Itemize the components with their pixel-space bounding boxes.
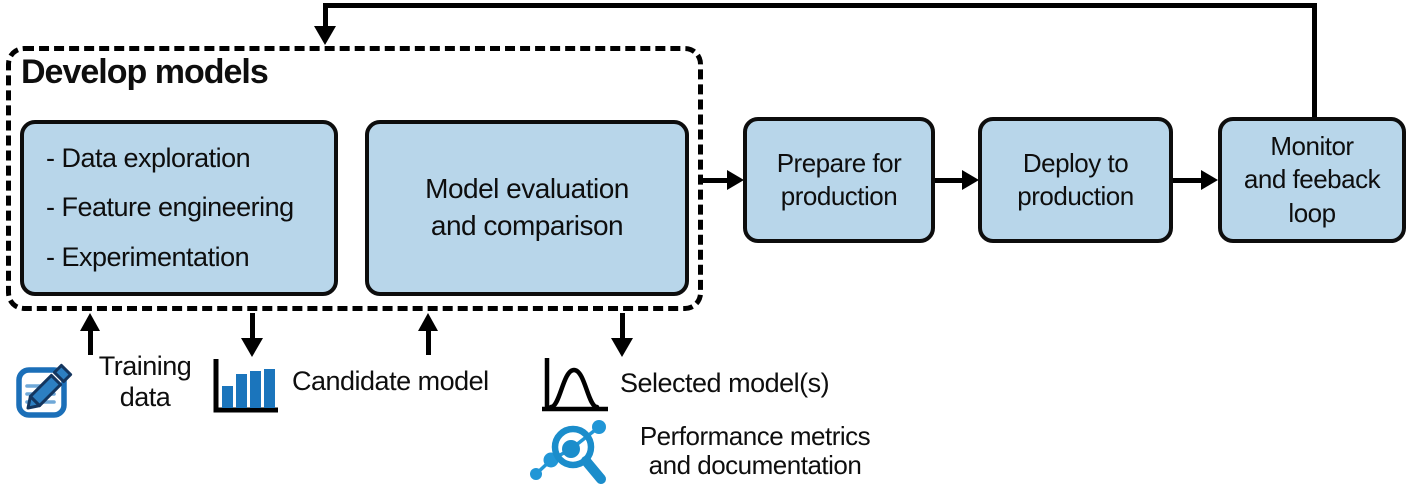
box-deploy-to-production: Deploy to production [978, 117, 1173, 243]
bar-chart-icon [213, 359, 278, 413]
arrow-develop-to-prepare [702, 178, 727, 183]
arrow-selected-out [611, 338, 633, 357]
box-data-exploration: - Data exploration - Feature engineering… [20, 120, 338, 296]
notepad-pencil-icon [16, 363, 73, 418]
arrow-candidate-in [418, 313, 438, 331]
box-label-line: production [780, 181, 898, 211]
feedback-line-top [323, 3, 1317, 8]
candidate-model-label: Candidate model [292, 366, 489, 396]
arrowhead-right-icon [727, 170, 744, 190]
arrow-training-data-in-shaft [88, 330, 93, 355]
box-label-line: Model evaluation [425, 173, 629, 205]
feedback-line-right [1312, 3, 1317, 117]
box-label-line: Deploy to [1022, 147, 1129, 178]
arrowhead-right-icon [962, 170, 979, 190]
feedback-arrowhead-down-icon [314, 26, 336, 45]
bullet-item: - Data exploration [46, 143, 251, 174]
box-prepare-for-production: Prepare for production [743, 117, 935, 243]
arrow-deploy-to-monitor [1173, 178, 1201, 183]
label-line: Performance metrics [639, 421, 871, 451]
develop-models-group: Develop models - Data exploration - Feat… [6, 46, 703, 311]
arrow-training-data-in [80, 313, 100, 331]
bullet-item: - Experimentation [46, 241, 250, 272]
box-monitor-feedback-loop: Monitor and feeback loop [1218, 117, 1406, 243]
arrow-candidate-out-shaft [250, 313, 255, 339]
label-line: and documentation [648, 450, 862, 481]
arrow-candidate-in-shaft [426, 330, 431, 355]
bell-curve-icon [542, 358, 608, 412]
bullet-item: - Feature engineering [46, 192, 294, 223]
performance-metrics-label: Performance metrics and documentation [612, 421, 898, 481]
label-line: Training [98, 351, 192, 381]
box-model-evaluation: Model evaluation and comparison [365, 120, 689, 296]
training-data-label: Training data [84, 351, 206, 412]
feedback-line-left [323, 3, 328, 27]
arrow-prepare-to-deploy [935, 178, 962, 183]
box-label-line: Monitor [1270, 131, 1354, 162]
box-label-line: and feeback [1243, 164, 1381, 195]
label-line: data [119, 381, 171, 412]
arrowhead-right-icon [1201, 170, 1218, 190]
box-label-line: and comparison [430, 210, 624, 241]
box-label-line: production [1017, 181, 1134, 211]
group-title: Develop models [21, 53, 269, 91]
box-label-line: Prepare for [776, 147, 902, 178]
selected-model-label: Selected model(s) [620, 368, 830, 398]
metrics-magnifier-icon [530, 420, 606, 484]
arrow-selected-out-shaft [620, 313, 625, 339]
box-label-line: loop [1288, 197, 1336, 228]
arrow-candidate-out [241, 338, 263, 357]
